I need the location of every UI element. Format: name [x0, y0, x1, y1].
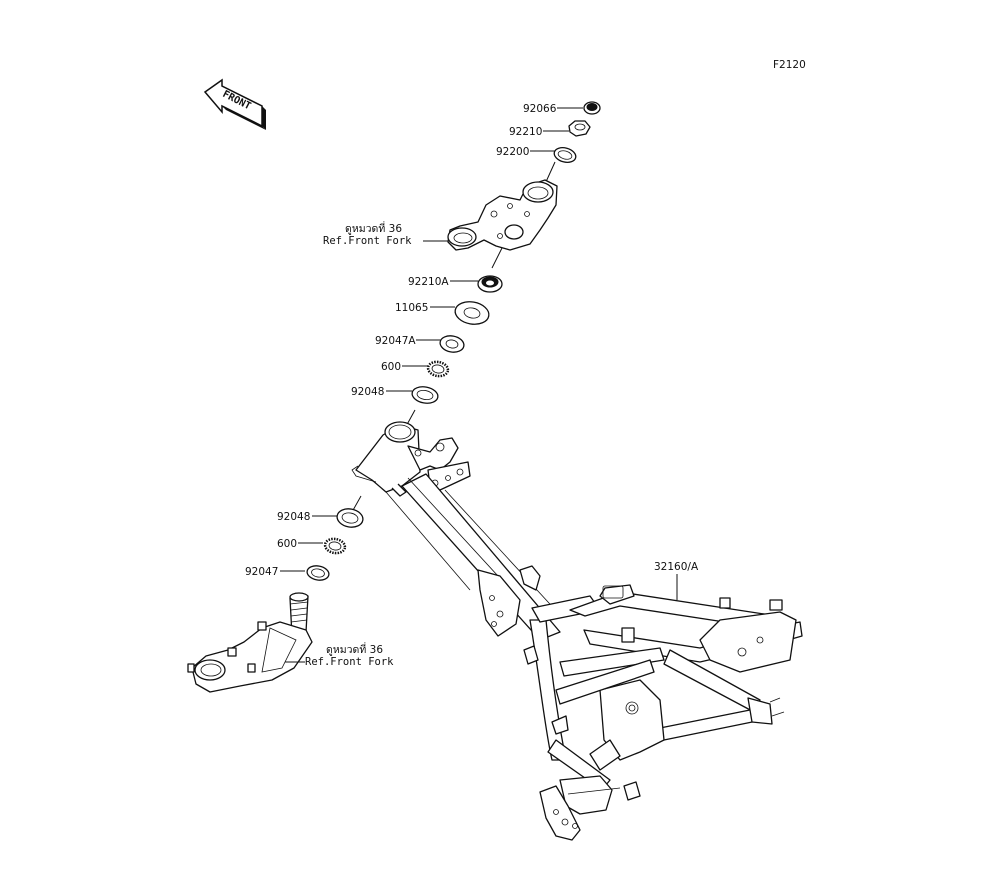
upper-triple-clamp-part	[447, 161, 558, 269]
hex-nut-part	[568, 120, 591, 137]
ref-front-fork-label: Ref.Front Fork	[305, 656, 394, 668]
part-number-label: 92210A	[408, 276, 449, 288]
callout-92047[interactable]: 92047	[245, 564, 330, 582]
part-number-label: 92047	[245, 566, 278, 578]
race-part	[336, 508, 364, 528]
ball-bearing-part	[426, 360, 450, 378]
front-arrow-icon: FRONT	[203, 78, 266, 130]
race-part	[306, 565, 330, 581]
callout-92210A[interactable]: 92210A	[408, 275, 503, 293]
part-number-label: 92048	[351, 386, 384, 398]
race-part	[411, 386, 439, 404]
lower-triple-clamp-part	[187, 592, 313, 693]
race-part	[439, 335, 465, 353]
callout-92047A[interactable]: 92047A	[375, 334, 465, 354]
callout-32160A[interactable]: 32160/A	[654, 561, 699, 600]
ref-section-label-thai: ดูหมวดที่ 36	[345, 221, 402, 235]
part-number-label: 32160/A	[654, 561, 699, 573]
callout-92048-lower[interactable]: 92048	[277, 495, 364, 529]
part-number-label: 92048	[277, 511, 310, 523]
callout-600-upper[interactable]: 600	[381, 360, 450, 378]
ref-front-fork-label: Ref.Front Fork	[323, 235, 412, 247]
frame-part	[351, 421, 803, 841]
part-number-label: 11065	[395, 302, 428, 314]
part-number-label: 92066	[523, 103, 557, 115]
callout-92210[interactable]: 92210	[509, 120, 591, 138]
callout-11065[interactable]: 11065	[395, 299, 491, 327]
ball-bearing-part	[323, 537, 347, 555]
part-number-label: 600	[277, 538, 297, 550]
stem-nut-part	[477, 275, 503, 293]
part-number-label: 600	[381, 361, 401, 373]
callout-92200[interactable]: 92200	[496, 145, 577, 164]
part-number-label: 92047A	[375, 335, 416, 347]
figure-code: F2120	[773, 59, 806, 71]
callout-ref-front-fork-lower[interactable]: ดูหมวดที่ 36 Ref.Front Fork	[285, 642, 394, 668]
washer-part	[553, 147, 577, 163]
part-number-label: 92200	[496, 146, 529, 158]
callout-92048-upper[interactable]: 92048	[351, 385, 439, 431]
callout-92066[interactable]: 92066	[523, 101, 601, 115]
callout-ref-front-fork-upper[interactable]: ดูหมวดที่ 36 Ref.Front Fork	[323, 221, 448, 247]
cap-nut-part	[583, 101, 601, 115]
seal-part	[454, 301, 490, 325]
callout-600-lower[interactable]: 600	[277, 537, 347, 555]
part-number-label: 92210	[509, 126, 542, 138]
ref-section-label-thai: ดูหมวดที่ 36	[326, 642, 383, 656]
